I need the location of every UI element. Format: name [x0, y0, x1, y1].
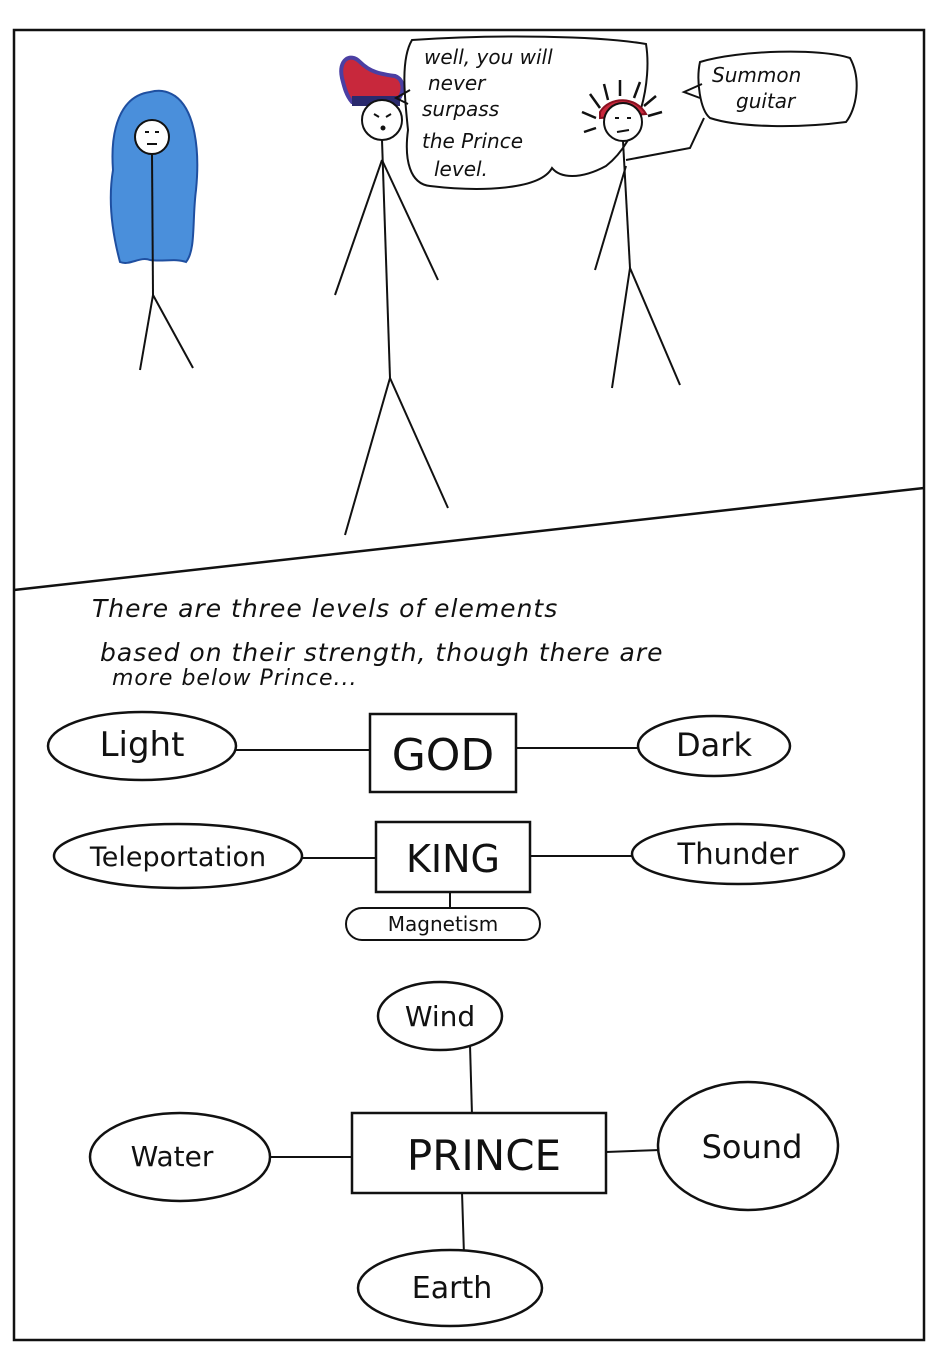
king-tier: Teleportation KING Thunder Magnetism: [52, 820, 846, 941]
god-tier: Light GOD Dark: [46, 710, 792, 794]
summoner-figure: [581, 80, 705, 389]
element-wind: [376, 980, 504, 1052]
element-magnetism: [345, 907, 541, 941]
prince-speech-line-2: never: [428, 71, 487, 95]
narration-line-3: more below Prince...: [112, 666, 358, 691]
element-teleportation: [52, 822, 304, 890]
panel-2: Light GOD Dark Teleportation KING Thunde…: [46, 710, 846, 1328]
tier-connectors: [236, 747, 661, 1256]
prince-speech-line-5: level.: [434, 157, 488, 181]
element-earth-label: Earth: [412, 1271, 492, 1306]
prince-hair: [339, 55, 405, 105]
element-light-label: Light: [100, 725, 185, 765]
summoner-speech-bubble: Summon guitar: [681, 50, 858, 128]
element-earth: [356, 1248, 544, 1328]
element-teleportation-label: Teleportation: [89, 842, 266, 873]
blue-haired-girl-figure: [109, 89, 199, 371]
tier-prince-label: PRINCE: [407, 1131, 561, 1180]
prince-tier: Wind Water PRINCE Sound Earth: [88, 980, 840, 1328]
tier-king-box: [374, 820, 532, 894]
element-light: [46, 710, 238, 782]
prince-speech-line-4: the Prince: [422, 129, 523, 153]
prince-speech-line-1: well, you will: [424, 45, 553, 69]
blue-hair: [109, 89, 199, 264]
panel-1: well, you will never surpass the Prince …: [109, 35, 858, 536]
element-thunder: [630, 822, 846, 886]
prince-speech-bubble: well, you will never surpass the Prince …: [393, 35, 649, 190]
element-dark-label: Dark: [676, 726, 752, 764]
summoner-speech-line-1: Summon: [712, 63, 801, 87]
element-dark: [636, 714, 792, 778]
summoner-spiky-hair: [581, 80, 663, 134]
prince-speech-line-3: surpass: [422, 97, 499, 121]
element-wind-label: Wind: [405, 1000, 475, 1033]
element-sound-label: Sound: [702, 1128, 803, 1166]
prince-figure: [334, 55, 449, 536]
element-thunder-label: Thunder: [676, 837, 798, 871]
tier-god-label: GOD: [392, 730, 495, 781]
element-sound: [656, 1080, 840, 1212]
tier-god-box: [368, 712, 518, 794]
page-border: [12, 28, 926, 1342]
prince-head: [361, 99, 403, 141]
tier-prince-box: [350, 1111, 608, 1195]
narration-line-1: There are three levels of elements: [92, 594, 559, 623]
narration-line-2: based on their strength, though there ar…: [100, 638, 664, 667]
element-magnetism-label: Magnetism: [388, 912, 499, 936]
panel-divider: [13, 486, 925, 592]
element-water: [88, 1111, 272, 1203]
tier-king-label: KING: [406, 837, 500, 881]
element-water-label: Water: [131, 1140, 214, 1173]
girl-head: [134, 119, 170, 155]
summoner-head: [603, 102, 643, 142]
summoner-speech-line-2: guitar: [736, 89, 797, 113]
